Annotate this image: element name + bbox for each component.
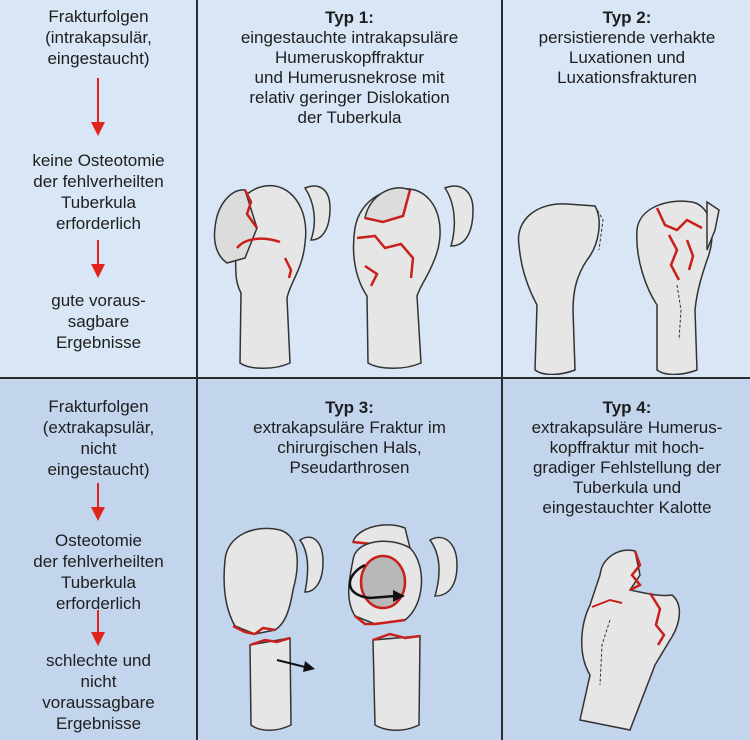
humerus-bone	[354, 188, 441, 368]
typ1-heading: Typ 1: eingestauchte intrakapsuläre Hume…	[202, 8, 497, 128]
humerus-bone	[224, 528, 297, 730]
down-arrow-icon	[88, 481, 108, 523]
typ4-description: extrakapsuläre Humerus- kopffraktur mit …	[507, 418, 747, 518]
flow-top-header: Frakturfolgen (intrakapsulär, eingestauc…	[0, 6, 197, 69]
typ4-illustration	[560, 545, 710, 735]
humerus-bone	[580, 550, 679, 730]
typ4-title: Typ 4:	[507, 398, 747, 418]
down-arrow-icon	[88, 76, 108, 138]
flow-bottom-bottom: schlechte und nicht voraussagbare Ergebn…	[0, 650, 197, 734]
typ3-description: extrakapsuläre Fraktur im chirurgischen …	[202, 418, 497, 478]
glenoid-bone	[305, 186, 330, 240]
typ2-description: persistierende verhakte Luxationen und L…	[507, 28, 747, 88]
divider-vertical-1	[196, 0, 198, 740]
flow-bottom-middle: Osteotomie der fehlverheilten Tuberkula …	[0, 530, 197, 614]
humerus-bone	[215, 186, 306, 369]
typ4-heading: Typ 4: extrakapsuläre Humerus- kopffrakt…	[507, 398, 747, 518]
humerus-bone	[519, 204, 603, 375]
glenoid-bone	[445, 186, 473, 246]
typ2-title: Typ 2:	[507, 8, 747, 28]
typ3-illustration	[205, 520, 500, 735]
typ2-illustration	[507, 190, 747, 375]
down-arrow-icon	[88, 238, 108, 280]
humerus-bone	[349, 525, 422, 730]
flow-bottom-header: Frakturfolgen (extrakapsulär, nicht eing…	[0, 396, 197, 480]
glenoid-bone	[300, 537, 323, 592]
typ1-description: eingestauchte intrakapsuläre Humeruskopf…	[202, 28, 497, 128]
flow-top-middle: keine Osteotomie der fehlverheilten Tube…	[0, 150, 197, 234]
flow-top-bottom: gute voraus- sagbare Ergebnisse	[0, 290, 197, 353]
typ3-heading: Typ 3: extrakapsuläre Fraktur im chirurg…	[202, 398, 497, 478]
down-arrow-icon	[88, 608, 108, 648]
glenoid-bone	[707, 202, 719, 250]
typ2-heading: Typ 2: persistierende verhakte Luxatione…	[507, 8, 747, 88]
glenoid-bone	[430, 538, 457, 596]
typ3-title: Typ 3:	[202, 398, 497, 418]
divider-vertical-2	[501, 0, 503, 740]
divider-horizontal	[0, 377, 750, 379]
typ1-title: Typ 1:	[202, 8, 497, 28]
humerus-bone	[637, 201, 712, 374]
typ1-illustration	[205, 178, 500, 373]
